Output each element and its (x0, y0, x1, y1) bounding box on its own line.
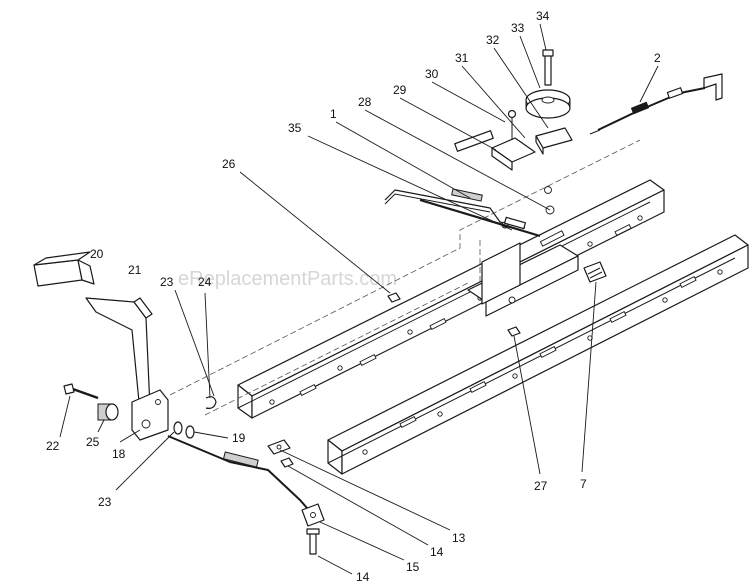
callout-30: 30 (425, 67, 439, 81)
callout-2: 2 (654, 51, 661, 65)
nut-14 (280, 457, 294, 468)
callout-20: 20 (90, 247, 104, 261)
clip-24 (205, 396, 217, 409)
callout-13: 13 (452, 531, 466, 545)
lower-link-rod (167, 435, 315, 517)
callout-24: 24 (198, 275, 212, 289)
callout-32: 32 (486, 33, 500, 47)
pulley (525, 89, 571, 119)
callout-labels: 34 33 2 32 31 30 29 28 1 35 26 20 21 23 … (46, 9, 661, 584)
center-bracket (467, 230, 579, 317)
callout-1: 1 (330, 107, 337, 121)
pivot-bracket (454, 109, 573, 215)
callout-23-top: 23 (160, 275, 174, 289)
bolt-22 (63, 383, 99, 400)
callout-31: 31 (455, 51, 469, 65)
callout-29: 29 (393, 83, 407, 97)
bolt-14 (306, 528, 320, 555)
callout-21: 21 (128, 263, 142, 277)
callout-28: 28 (358, 95, 372, 109)
callout-15: 15 (406, 560, 420, 574)
callout-18: 18 (112, 447, 126, 461)
callout-23-bottom: 23 (98, 495, 112, 509)
callout-26: 26 (222, 157, 236, 171)
nut-26 (387, 292, 401, 303)
callout-14-mid: 14 (430, 545, 444, 559)
callout-14-bottom: 14 (356, 570, 370, 584)
bushing (583, 261, 607, 283)
nut-27 (507, 326, 521, 337)
bracket-13 (267, 439, 291, 455)
washers-19 (173, 421, 195, 439)
frame-rail-front (327, 234, 749, 475)
leader-lines (59, 23, 659, 575)
callout-19: 19 (232, 431, 246, 445)
cable (589, 73, 723, 135)
pedal-pivot-bracket (131, 389, 169, 441)
callout-35: 35 (288, 121, 302, 135)
callout-7: 7 (580, 477, 587, 491)
callout-25: 25 (86, 435, 100, 449)
pedal-pad (33, 251, 95, 287)
clevis-15 (301, 503, 325, 527)
spacer-25 (97, 403, 119, 421)
callout-33: 33 (511, 21, 525, 35)
watermark: eReplacementParts.com (178, 268, 397, 290)
callout-34: 34 (536, 9, 550, 23)
control-rod (384, 188, 526, 229)
pedal-arm (85, 297, 153, 413)
callout-22: 22 (46, 439, 60, 453)
bolt-34 (542, 49, 554, 86)
link-rod (419, 198, 541, 238)
callout-27: 27 (534, 479, 548, 493)
